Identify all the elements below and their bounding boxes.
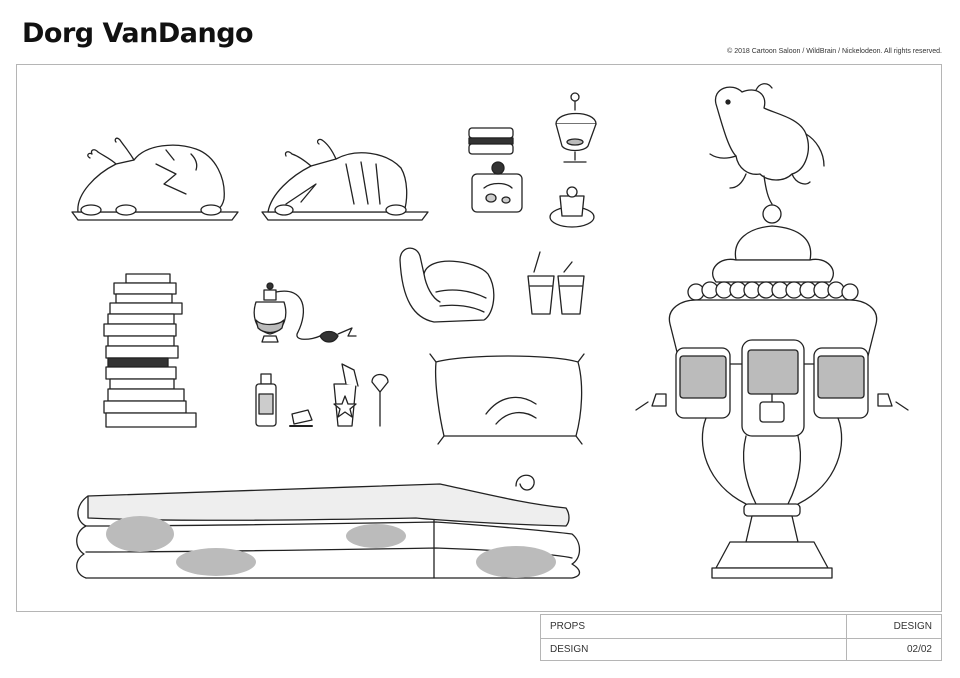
cut-roast-chicken-icon [261,138,429,221]
drink-cups-icon [527,251,585,315]
toiletries-icon [255,363,389,427]
sandwich-icon [468,127,514,155]
title-block-row-1: PROPS DESIGN [541,615,941,639]
cake-slice-icon [549,186,595,228]
title-block-row-2: DESIGN 02/02 [541,638,941,661]
title-block-divider [846,615,847,660]
lunch-box-icon [471,161,523,213]
sundae-glass-icon [555,92,597,163]
prop-sheet [71,83,909,579]
book-stack-icon [103,273,197,428]
category-label: PROPS [550,621,586,632]
perfume-bottle-icon [253,282,357,343]
drawing-frame [16,64,942,612]
page-number: 02/02 [906,644,932,655]
type-label: DESIGN [893,621,932,632]
copyright-notice: © 2018 Cartoon Saloon / WildBrain / Nick… [727,48,942,55]
pillow-icon [429,353,585,445]
stage-label: DESIGN [550,644,589,655]
oven-mitt-icon [399,247,495,323]
mattress-icon [76,474,581,579]
cow-dispenser-trophy-icon [635,83,909,579]
logo: Dorg VanDango [22,18,254,49]
title-block: PROPS DESIGN DESIGN 02/02 [540,614,942,661]
roast-chicken-icon [71,137,239,221]
